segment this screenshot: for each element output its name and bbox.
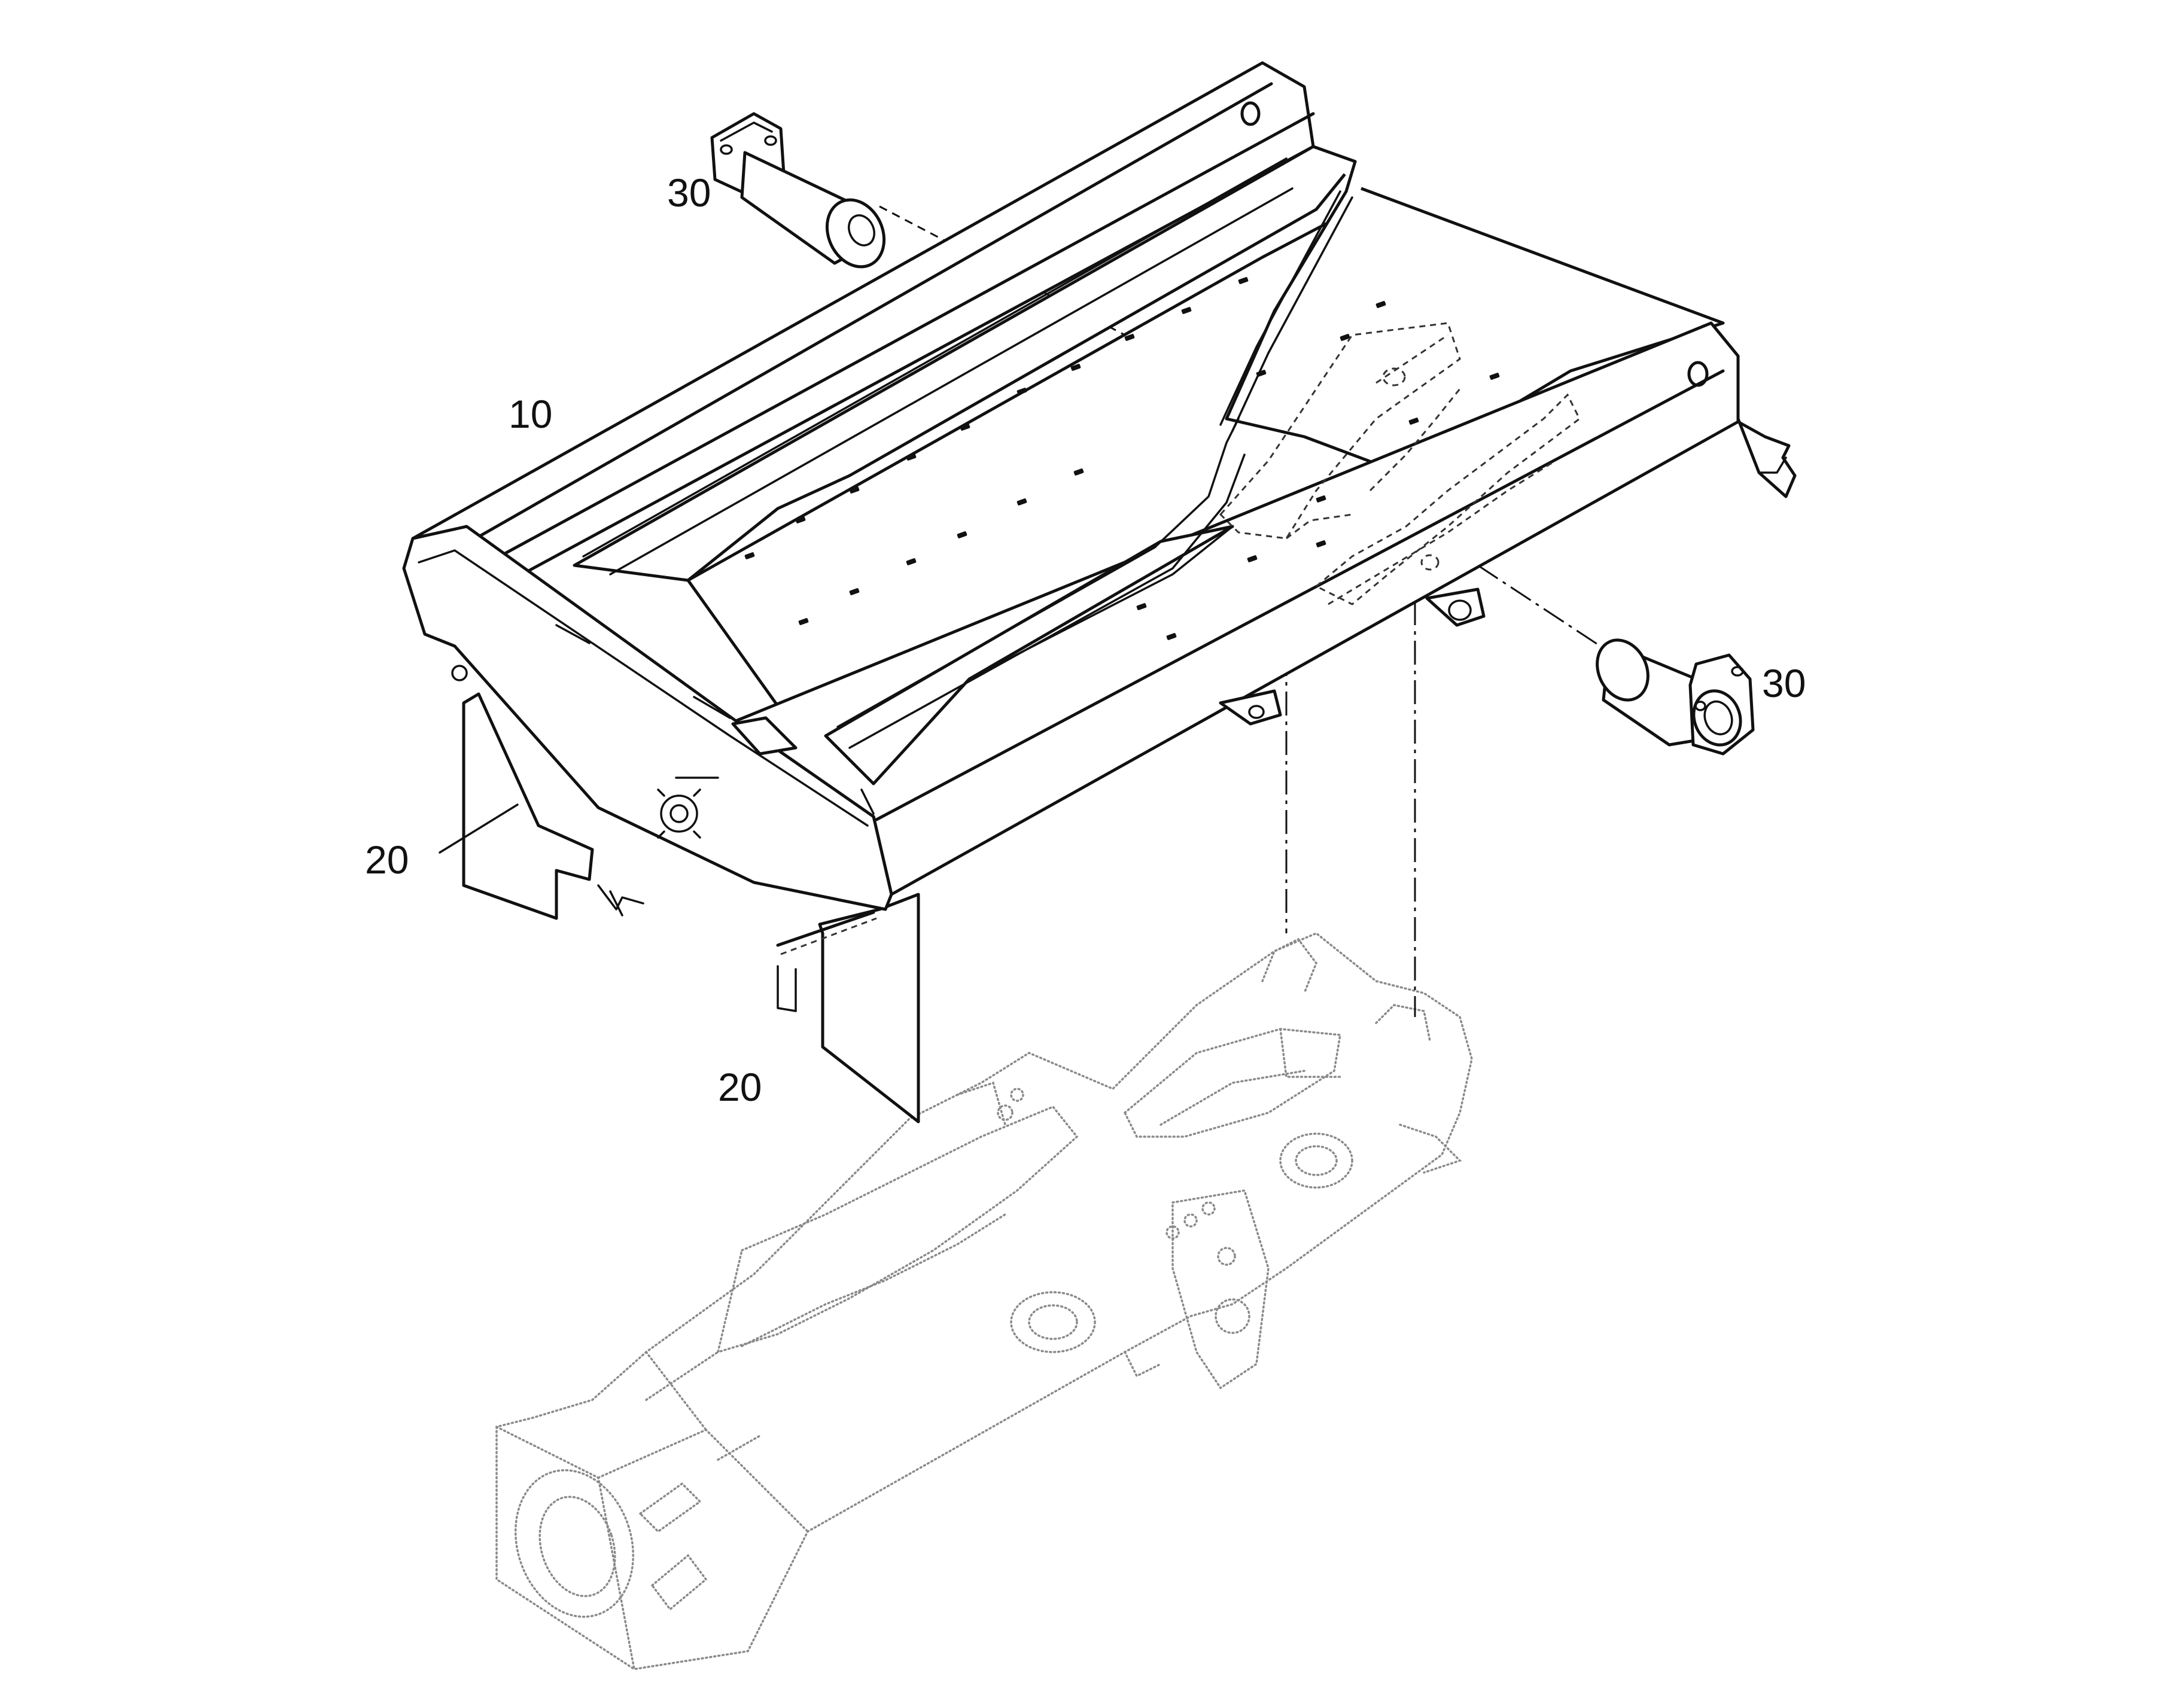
hidden-internal-members [1219, 322, 1581, 605]
pin-right [1596, 638, 1755, 756]
leader-lines [439, 803, 519, 854]
panel-right [777, 893, 920, 1124]
frame-assembly [402, 61, 1797, 955]
callout-frame: 10 [509, 392, 552, 436]
callout-pin-right: 30 [1762, 661, 1806, 705]
panel-left [462, 692, 644, 920]
callout-labels: 30 10 20 20 30 [365, 171, 1806, 1109]
floor-slots [744, 277, 1500, 640]
pin-left [710, 112, 886, 269]
callout-pin-left: 30 [667, 171, 711, 215]
callout-panel-left: 20 [365, 838, 409, 882]
callout-panel-right: 20 [718, 1065, 762, 1109]
axle-housing-ghost [495, 931, 1473, 1670]
